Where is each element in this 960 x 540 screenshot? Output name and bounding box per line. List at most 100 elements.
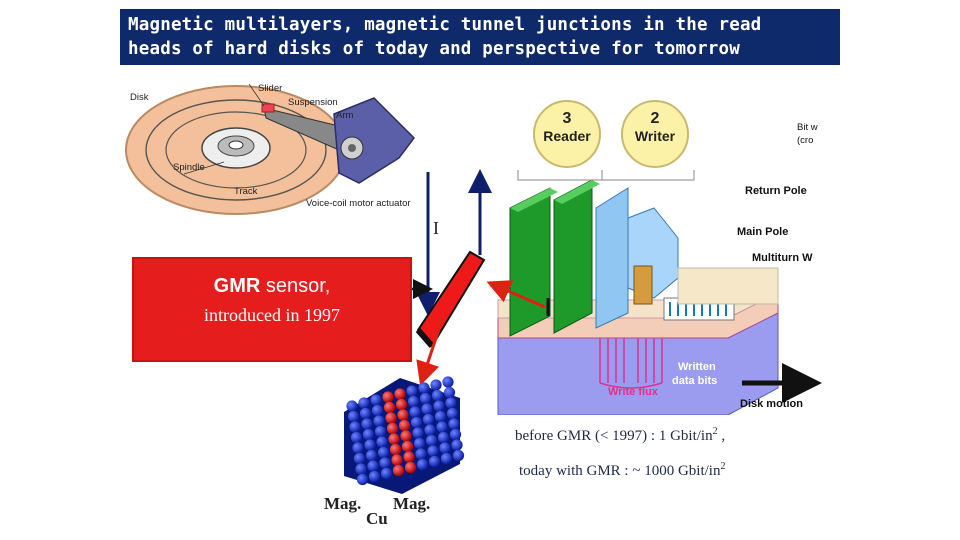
cu-label: Cu xyxy=(366,509,388,528)
multilayer-structure xyxy=(344,376,465,494)
voice-coil-actuator xyxy=(333,97,415,184)
gmr-title-bold: GMR xyxy=(213,275,261,297)
return-pole-label: Return Pole xyxy=(745,185,807,197)
magnetic-atom xyxy=(350,431,363,444)
gmr-subtitle: introduced in 1997 xyxy=(204,305,340,325)
gmr-title-rest: sensor, xyxy=(260,275,331,297)
magnetic-atom xyxy=(445,397,457,409)
magnetic-atom xyxy=(370,394,382,406)
magnetic-atom xyxy=(439,442,451,454)
magnetic-atom xyxy=(356,473,369,486)
magnetic-atom xyxy=(377,446,390,459)
bit-label-1: Bit w xyxy=(797,122,818,133)
before-gmr-text: before GMR (< 1997) : 1 Gbit/in xyxy=(515,428,713,444)
today-gmr-note: today with GMR : ~ 1000 Gbit/in2 xyxy=(519,461,725,480)
copper-atom xyxy=(394,388,406,400)
magnetic-atom xyxy=(409,406,421,418)
hard-disk-illustration xyxy=(125,83,415,215)
copper-atom xyxy=(386,422,399,435)
magnetic-atom xyxy=(434,410,447,423)
actuator-label: Voice-coil motor actuator xyxy=(306,198,411,209)
copper-atom xyxy=(395,398,408,411)
magnetic-atom xyxy=(380,467,393,480)
magnetic-atom xyxy=(440,452,453,465)
copper-atom xyxy=(392,464,405,477)
reader-bubble: 3 Reader xyxy=(533,100,601,168)
copper-atom xyxy=(389,443,402,456)
magnetic-atom xyxy=(421,403,433,415)
copper-atom xyxy=(385,412,397,424)
track-label: Track xyxy=(234,186,258,197)
magnetic-atom xyxy=(433,400,445,412)
mag-right-label: Mag. xyxy=(393,494,431,513)
zoom-arrow-to-head xyxy=(486,280,546,309)
magnetic-atom xyxy=(418,382,430,394)
write-flux-label: Write flux xyxy=(608,386,658,398)
arm-label: Arm xyxy=(336,110,354,121)
reader-number: 3 xyxy=(562,110,572,127)
magnetic-atom xyxy=(349,421,361,433)
magnetic-atom xyxy=(412,427,424,439)
magnetic-atom xyxy=(373,415,385,427)
magnetic-atom xyxy=(358,397,370,409)
magnetic-atom xyxy=(346,400,358,412)
writer-label: Writer xyxy=(634,128,676,144)
copper-atom xyxy=(397,409,409,421)
magnetic-atom xyxy=(406,385,418,397)
copper-atom xyxy=(391,454,403,466)
before-gmr-exponent: 2 xyxy=(712,426,718,437)
magnetic-atom xyxy=(352,442,364,454)
magnetic-atom xyxy=(424,424,436,436)
magnetic-atom xyxy=(376,436,388,448)
reader-label: Reader xyxy=(543,128,591,144)
magnetic-atom xyxy=(431,389,444,402)
writer-bubble: 2 Writer xyxy=(621,100,689,168)
magnetic-atom xyxy=(436,421,448,433)
magnetic-atom xyxy=(451,439,463,451)
magnetic-atom xyxy=(446,407,459,420)
magnetic-atom xyxy=(452,449,465,462)
magnetic-atom xyxy=(347,410,360,423)
before-gmr-tail: , xyxy=(717,428,726,444)
magnetic-atom xyxy=(443,386,456,399)
magnetic-atom xyxy=(428,455,441,468)
zoom-arrow-to-multilayer xyxy=(416,319,444,386)
written-bits-label-2: data bits xyxy=(672,375,718,387)
magnetic-atom xyxy=(355,463,367,475)
writer-number: 2 xyxy=(650,110,660,127)
magnetic-atom xyxy=(430,379,442,391)
copper-atom xyxy=(404,461,417,474)
magnetic-atom xyxy=(379,457,391,469)
magnetic-atom xyxy=(361,418,373,430)
magnetic-atom xyxy=(371,404,384,417)
title-banner: Magnetic multilayers, magnetic tunnel ju… xyxy=(120,9,840,65)
magnetic-atom xyxy=(368,470,381,483)
magnetic-atom xyxy=(437,431,450,444)
magnetic-atom xyxy=(365,449,378,462)
before-gmr-note: before GMR (< 1997) : 1 Gbit/in2 , xyxy=(515,426,725,445)
copper-atom xyxy=(382,391,394,403)
magnetic-atom xyxy=(416,458,429,471)
read-write-head-illustration xyxy=(497,170,779,415)
magnetic-atom xyxy=(449,428,462,441)
magnetic-atom xyxy=(427,445,439,457)
gmr-title: GMR sensor, xyxy=(134,275,410,298)
magnetic-atom xyxy=(353,452,366,465)
bit-label-2: (cro xyxy=(797,135,814,146)
return-pole xyxy=(595,187,629,329)
suspension-label: Suspension xyxy=(288,97,338,108)
magnetic-atom xyxy=(422,413,435,426)
copper-atom xyxy=(403,451,415,463)
magnetic-atom xyxy=(442,376,454,388)
copper-atom xyxy=(401,440,414,453)
main-pole-label: Main Pole xyxy=(737,226,789,238)
magnetic-atom xyxy=(419,392,432,405)
disk-label: Disk xyxy=(130,92,149,103)
current-label: I xyxy=(433,218,439,238)
magnetic-atom xyxy=(413,437,426,450)
gmr-sensor-box: GMR sensor, introduced in 1997 xyxy=(132,257,412,362)
written-bits-label-1: Written xyxy=(678,361,716,373)
magnetic-atom xyxy=(407,395,420,408)
spindle-label: Spindle xyxy=(173,162,205,173)
